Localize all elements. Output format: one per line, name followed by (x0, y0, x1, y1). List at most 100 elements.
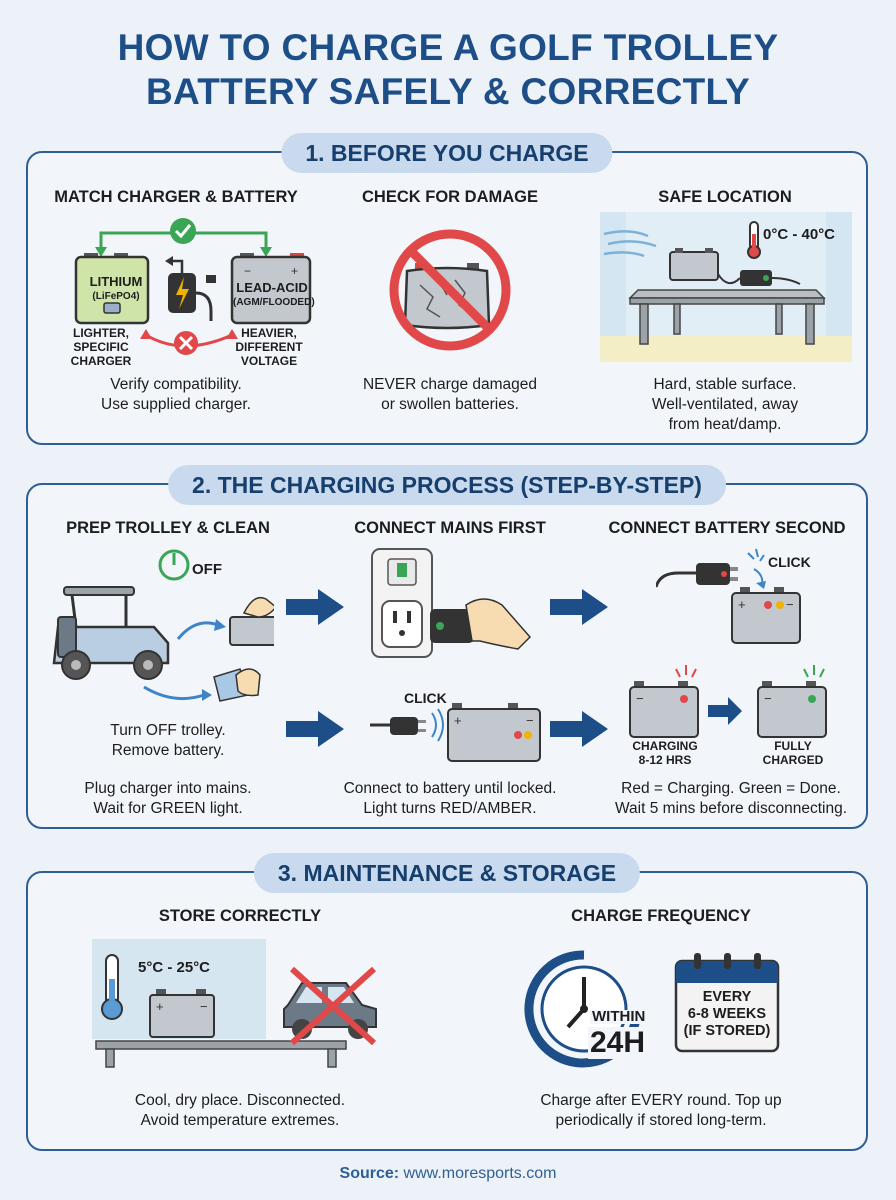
svg-text:−: − (636, 691, 644, 706)
arrow-right-icon (550, 589, 608, 625)
lithium-note-line: SPECIFIC (73, 340, 129, 354)
section-charging-process: 2. THE CHARGING PROCESS (STEP-BY-STEP) P… (26, 465, 868, 829)
page-title: HOW TO CHARGE A GOLF TROLLEY BATTERY SAF… (0, 26, 896, 114)
caption-match-charger: Verify compatibility. Use supplied charg… (101, 375, 251, 415)
mains-socket-illustration (371, 548, 532, 658)
section-header: 3. MAINTENANCE & STORAGE (253, 853, 641, 893)
battery-compatibility-illustration: − + (74, 218, 312, 355)
hours-label: 24H (588, 1026, 648, 1059)
caption-line: NEVER charge damaged (362, 376, 538, 393)
title-line-1: HOW TO CHARGE A GOLF TROLLEY (117, 27, 779, 68)
caption-line: Plug charger into mains. (84, 780, 252, 797)
heading-safe-location: SAFE LOCATION (658, 188, 792, 206)
lithium-note: LIGHTER, SPECIFIC CHARGER (56, 326, 146, 368)
charged-label-line: CHARGED (762, 753, 824, 767)
source-footer: Source: www.moresports.com (0, 1165, 896, 1183)
heading-connect-battery: CONNECT BATTERY SECOND (608, 519, 846, 537)
lithium-sub-label: (LiFePO4) (92, 291, 140, 302)
caption-line: Remove battery. (111, 742, 225, 759)
caption-line: Light turns RED/AMBER. (363, 800, 537, 817)
trolley-prep-illustration (52, 549, 274, 702)
arrow-right-icon (286, 589, 344, 625)
caption-line: Cool, dry place. Disconnected. (134, 1092, 346, 1109)
caption-prep-trolley: Turn OFF trolley. Remove battery. (110, 721, 225, 761)
calendar-text: EVERY 6-8 WEEKS (IF STORED) (676, 989, 778, 1040)
charging-label-line: CHARGING (632, 739, 698, 753)
heading-connect-mains: CONNECT MAINS FIRST (354, 519, 546, 537)
off-label: OFF (192, 561, 222, 578)
title-line-2: BATTERY SAFELY & CORRECTLY (145, 71, 750, 112)
lead-acid-note: HEAVIER, DIFFERENT VOLTAGE (224, 326, 314, 368)
heading-check-damage: CHECK FOR DAMAGE (362, 188, 538, 206)
caption-line: Well-ventilated, away (651, 396, 799, 413)
caption-line: Turn OFF trolley. (110, 722, 226, 739)
damaged-battery-prohibited-icon (389, 229, 511, 351)
caption-check-damage: NEVER charge damaged or swollen batterie… (363, 375, 537, 415)
click-label-bottom: CLICK (404, 690, 447, 706)
source-link[interactable]: www.moresports.com (403, 1165, 557, 1182)
click-label-top: CLICK (768, 554, 811, 570)
charging-status-illustration: − − (629, 665, 827, 738)
storage-illustration: + − (92, 939, 377, 1068)
section-header: 1. BEFORE YOU CHARGE (281, 133, 613, 173)
calendar-line: 6-8 WEEKS (687, 1006, 767, 1022)
svg-text:+: + (454, 713, 462, 728)
section-before-you-charge: 1. BEFORE YOU CHARGE MATCH CHARGER & BAT… (26, 133, 868, 445)
charged-label-line: FULLY (774, 739, 812, 753)
caption-connect-battery: Connect to battery until locked. Light t… (344, 779, 557, 819)
battery-click-illustration: + − (370, 703, 541, 762)
lead-acid-sub-label: (AGM/FLOODED) (233, 297, 315, 308)
caption-line: from heat/damp. (668, 416, 782, 433)
caption-line: Wait 5 mins before disconnecting. (614, 800, 848, 817)
check-icon (170, 218, 196, 244)
calendar-line: EVERY (702, 989, 752, 1005)
caption-charge-frequency: Charge after EVERY round. Top up periodi… (540, 1091, 781, 1131)
connect-battery-illustration: + − (656, 548, 801, 644)
caption-line: Charge after EVERY round. Top up (540, 1092, 782, 1109)
caption-plug-mains: Plug charger into mains. Wait for GREEN … (84, 779, 251, 819)
lithium-note-line: CHARGER (70, 354, 132, 368)
calendar-line: (IF STORED) (683, 1023, 771, 1039)
arrow-right-icon (550, 711, 608, 747)
section-maintenance-storage: 3. MAINTENANCE & STORAGE STORE CORRECTLY… (26, 853, 868, 1151)
caption-charging-status: Red = Charging. Green = Done. Wait 5 min… (615, 779, 847, 819)
caption-line: Wait for GREEN light. (93, 800, 243, 817)
caption-line: Avoid temperature extremes. (140, 1112, 340, 1129)
svg-text:−: − (244, 264, 251, 278)
lithium-note-line: LIGHTER, (73, 326, 129, 340)
charging-label-line: 8-12 HRS (638, 753, 692, 767)
temp-range-label: 0°C - 40°C (763, 226, 836, 243)
caption-line: Hard, stable surface. (653, 376, 797, 393)
heading-charge-frequency: CHARGE FREQUENCY (571, 907, 751, 925)
storage-temp-label: 5°C - 25°C (138, 959, 211, 976)
lithium-label: LITHIUM (89, 274, 143, 289)
cross-icon (289, 966, 377, 1046)
heading-prep-trolley: PREP TROLLEY & CLEAN (66, 519, 270, 537)
caption-safe-location: Hard, stable surface. Well-ventilated, a… (652, 375, 798, 435)
lead-note-line: HEAVIER, (241, 326, 297, 340)
plug-adapter-icon (430, 609, 474, 643)
fully-charged-label: FULLY CHARGED (750, 739, 836, 767)
safe-location-illustration (600, 212, 852, 362)
calendar-icon (674, 953, 780, 1053)
svg-text:−: − (526, 713, 534, 728)
charging-label: CHARGING 8-12 HRS (622, 739, 708, 767)
caption-line: Use supplied charger. (101, 396, 251, 413)
caption-line: or swollen batteries. (381, 396, 519, 413)
heading-store-correctly: STORE CORRECTLY (158, 907, 322, 925)
svg-text:+: + (156, 999, 164, 1014)
svg-text:+: + (738, 597, 746, 612)
lead-acid-label: LEAD-ACID (236, 280, 308, 295)
within-label: WITHIN (590, 1008, 648, 1025)
caption-line: Red = Charging. Green = Done. (621, 780, 841, 797)
caption-line: periodically if stored long-term. (555, 1112, 767, 1129)
arrow-right-icon (286, 711, 344, 747)
heading-match-charger: MATCH CHARGER & BATTERY (54, 188, 298, 206)
source-label: Source: (339, 1165, 400, 1182)
caption-line: Connect to battery until locked. (343, 780, 557, 797)
lead-note-line: DIFFERENT (235, 340, 303, 354)
svg-text:−: − (200, 999, 208, 1014)
section-header: 2. THE CHARGING PROCESS (STEP-BY-STEP) (168, 465, 726, 505)
power-icon (158, 549, 190, 581)
lead-note-line: VOLTAGE (240, 354, 298, 368)
